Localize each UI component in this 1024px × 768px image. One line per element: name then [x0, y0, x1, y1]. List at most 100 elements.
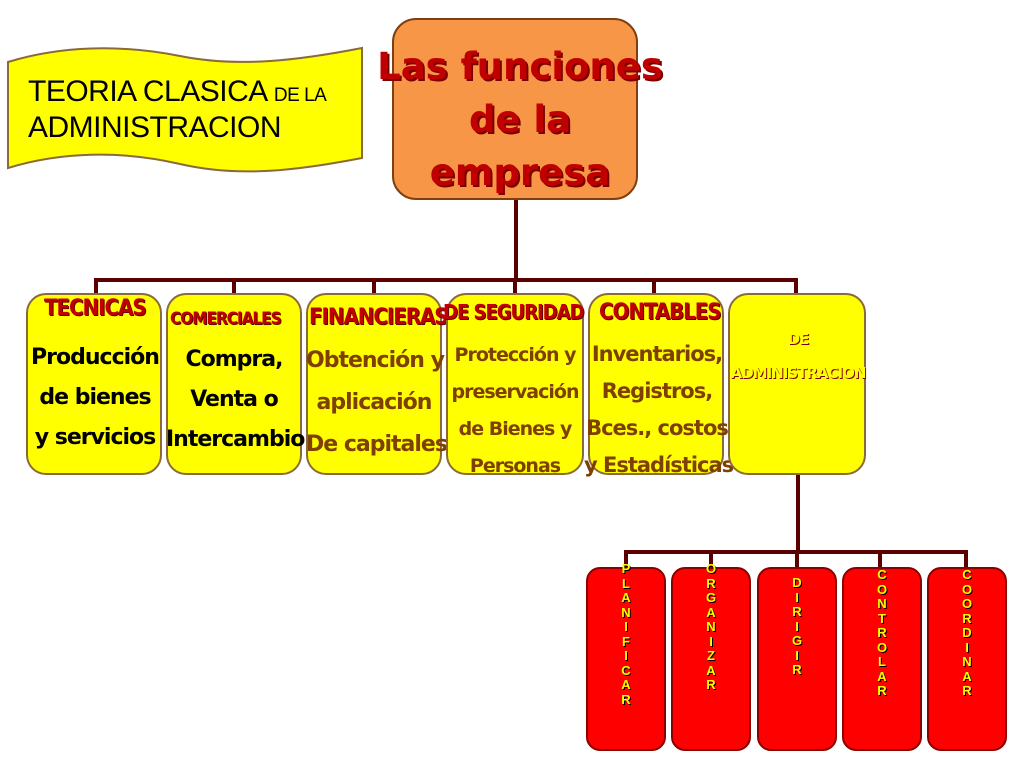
- subfunction-letter: I: [795, 618, 799, 634]
- function-body-line: Obtención y: [306, 348, 445, 373]
- function-heading-administracion: DE ADMINISTRACION: [724, 322, 872, 390]
- subfunction-letter: N: [621, 604, 631, 620]
- function-body: Obtención y aplicación De capitales: [306, 340, 448, 466]
- subfunction-letter: R: [962, 610, 972, 626]
- subfunction-letter: O: [961, 581, 973, 597]
- subfunction-letter: P: [621, 561, 631, 576]
- subfunction-box-planificar: [586, 567, 666, 751]
- subfunction-letter: O: [876, 639, 888, 655]
- subfunction-letter: A: [706, 604, 716, 620]
- subfunction-box-coordinar: [927, 567, 1007, 751]
- function-body-line: Inventarios,: [591, 342, 723, 366]
- banner-title-main: TEORIA CLASICA: [28, 75, 274, 108]
- subfunction-letter: A: [877, 668, 887, 684]
- root-title: Las funciones de la empresa: [360, 40, 680, 199]
- function-body: Protección y preservación de Bienes y Pe…: [444, 337, 586, 485]
- function-box-financieras: [306, 293, 442, 475]
- subfunction-letter: R: [962, 683, 972, 698]
- subfunction-letter: Z: [707, 648, 715, 663]
- subfunction-letter: L: [878, 654, 886, 669]
- subfunction-letter: I: [965, 639, 969, 655]
- subfunction-letter: R: [877, 625, 887, 640]
- subfunction-letter: L: [622, 575, 630, 591]
- subfunction-letter: R: [792, 662, 802, 677]
- banner-title-small: DE LA: [273, 85, 327, 106]
- function-heading: TECNICAS: [44, 296, 147, 321]
- function-body: Inventarios, Registros, Bces., costos y …: [584, 336, 734, 484]
- subfunction-letter: I: [795, 589, 799, 605]
- function-heading: CONTABLES: [599, 300, 721, 325]
- subfunction-letter: N: [877, 596, 887, 611]
- subfunction-letter: T: [878, 610, 886, 626]
- root-title-line: de la: [468, 98, 572, 141]
- function-body-line: de bienes: [39, 385, 151, 410]
- function-heading: DE SEGURIDAD: [443, 300, 584, 324]
- function-body-line: Bces., costos: [586, 416, 729, 440]
- function-heading: COMERCIALES: [170, 309, 282, 329]
- subfunction-letter: N: [706, 619, 716, 634]
- subfunction-letter: O: [705, 561, 717, 576]
- function-box-tecnicas: [26, 293, 162, 475]
- function-heading-line: DE: [787, 330, 810, 348]
- subfunction-letter: G: [705, 590, 717, 605]
- subfunction-letter: A: [962, 668, 972, 684]
- subfunction-letter: I: [624, 619, 628, 634]
- subfunction-letter: G: [791, 633, 803, 648]
- subfunction-letter: D: [792, 575, 802, 590]
- root-title-line: empresa: [429, 151, 611, 194]
- function-box-administracion: [728, 293, 866, 475]
- subfunction-letter: I: [795, 647, 799, 663]
- function-body-line: Registros,: [601, 379, 713, 403]
- subfunction-letter: I: [624, 648, 628, 663]
- title-banner-shape: [7, 46, 363, 173]
- subfunction-letter: D: [962, 625, 972, 640]
- subfunction-box-organizar: [671, 567, 751, 751]
- subfunction-letter: R: [706, 677, 716, 692]
- function-body-line: Producción: [31, 345, 160, 370]
- function-body-line: Compra,: [185, 347, 284, 372]
- subfunction-letter: N: [962, 654, 972, 669]
- function-body-line: De capitales: [306, 432, 448, 457]
- subfunction-letter: R: [877, 683, 887, 698]
- function-box-seguridad: [446, 293, 584, 475]
- banner-title-line2: ADMINISTRACION: [28, 111, 282, 144]
- function-body-line: Venta o: [190, 387, 279, 412]
- function-body-line: preservación: [451, 381, 580, 403]
- function-box-contables: [588, 293, 724, 475]
- subfunction-letter: O: [876, 581, 888, 597]
- function-body-line: Personas: [469, 455, 561, 477]
- subfunction-letter: R: [792, 604, 802, 619]
- function-body-line: Intercambio: [166, 427, 305, 452]
- subfunction-letter: F: [622, 633, 630, 649]
- subfunction-letter: I: [709, 633, 713, 649]
- function-body: Producción de bienes y servicios: [28, 338, 162, 458]
- function-body-line: Protección y: [454, 344, 577, 366]
- function-body-line: y servicios: [34, 425, 157, 450]
- subfunction-letter: O: [961, 596, 973, 611]
- function-body: Compra, Venta o Intercambio: [166, 340, 305, 460]
- subfunction-letter: R: [621, 691, 631, 707]
- function-heading: FINANCIERAS: [309, 305, 449, 330]
- subfunction-letter: A: [621, 677, 631, 692]
- root-node: [392, 18, 638, 200]
- function-heading-line: ADMINISTRACION: [730, 364, 867, 382]
- subfunction-letter: C: [877, 567, 887, 582]
- subfunction-letter: C: [621, 662, 631, 678]
- subfunction-letter: C: [962, 567, 972, 582]
- subfunction-box-controlar: [842, 567, 922, 751]
- subfunction-box-dirigir: [757, 567, 837, 751]
- function-body-line: y Estadísticas: [584, 453, 734, 477]
- subfunction-letter: R: [706, 575, 716, 591]
- function-body-line: de Bienes y: [458, 418, 573, 440]
- root-title-line: Las funciones: [377, 45, 663, 88]
- subfunction-letter: A: [706, 662, 716, 678]
- function-body-line: aplicación: [316, 390, 433, 415]
- function-box-comerciales: [166, 293, 302, 475]
- banner-title: TEORIA CLASICA DE LA ADMINISTRACION: [28, 75, 327, 144]
